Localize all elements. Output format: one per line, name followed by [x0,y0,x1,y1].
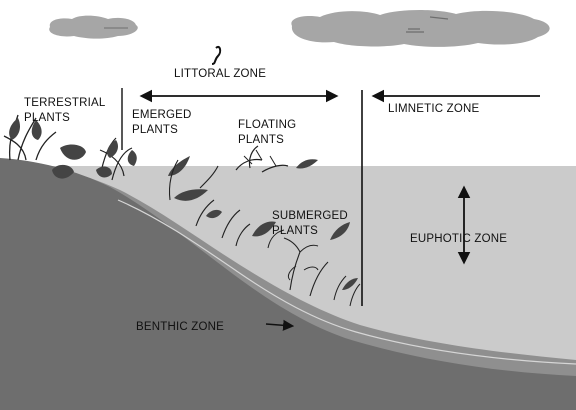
land-bottom [0,158,576,410]
terrestrial-plants-label-2: PLANTS [24,112,70,124]
floating-plants-label-1: FLOATING [238,119,296,131]
emerged-plants-label-2: PLANTS [132,124,178,136]
cloud-icon [49,15,138,39]
euphotic-zone-label: EUPHOTIC ZONE [410,233,507,245]
limnetic-zone-label: LIMNETIC ZONE [388,103,480,115]
cloud-icon [291,10,550,47]
terrestrial-plants-label-1: TERRESTRIAL [24,97,106,109]
sediment-edge [117,199,576,365]
submerged-plants-label-1: SUBMERGED [272,210,348,222]
plant-icon [3,114,361,307]
benthic-zone-label: BENTHIC ZONE [136,321,224,333]
floating-plants-label-2: PLANTS [238,134,284,146]
arrow-icon [139,89,540,331]
squiggle-icon [211,46,222,65]
submerged-plants-label-2: PLANTS [272,225,318,237]
benthic-arrow [265,319,295,331]
littoral-zone-label: LITTORAL ZONE [174,68,266,80]
emerged-plants-label-1: EMERGED [132,109,192,121]
